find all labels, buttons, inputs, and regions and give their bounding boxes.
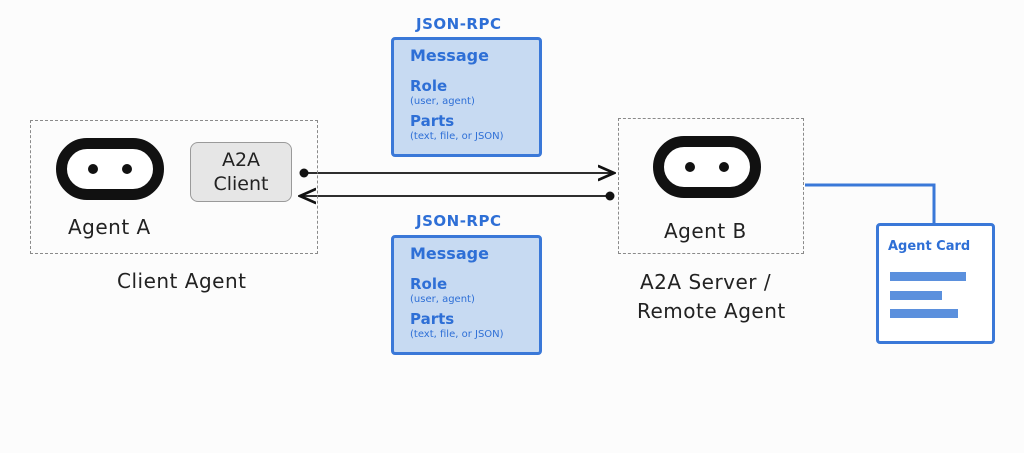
request-role-values: (user, agent) — [410, 96, 475, 107]
request-message-box: Message Role (user, agent) Parts (text, … — [391, 37, 542, 157]
agent-b-face-icon — [653, 136, 761, 198]
a2a-client-box: A2A Client — [190, 142, 292, 202]
card-line — [890, 309, 958, 318]
agent-a-face-icon — [56, 138, 164, 200]
a2a-client-line1: A2A — [221, 149, 261, 171]
eye-icon — [88, 164, 98, 174]
response-message-box: Message Role (user, agent) Parts (text, … — [391, 235, 542, 355]
agent-card: Agent Card — [876, 223, 995, 344]
card-line — [890, 291, 942, 300]
card-line — [890, 272, 966, 281]
response-parts-label: Parts — [410, 310, 455, 328]
remote-agent-box — [618, 118, 804, 254]
response-arrow-start — [605, 191, 615, 201]
response-role-label: Role — [410, 275, 448, 293]
a2a-client-line2: Client — [213, 173, 269, 195]
request-protocol-label: JSON-RPC — [416, 15, 502, 33]
agent-a-label: Agent A — [68, 215, 151, 239]
request-arrow-start — [299, 168, 309, 178]
request-parts-values: (text, file, or JSON) — [410, 131, 504, 142]
client-agent-box — [30, 120, 318, 254]
server-caption-line1: A2A Server / — [640, 270, 772, 294]
response-protocol-label: JSON-RPC — [416, 212, 502, 230]
response-parts-values: (text, file, or JSON) — [410, 329, 504, 340]
response-role-values: (user, agent) — [410, 294, 475, 305]
request-parts-label: Parts — [410, 112, 455, 130]
eye-icon — [719, 162, 729, 172]
client-agent-caption: Client Agent — [117, 269, 247, 293]
response-message-heading: Message — [410, 244, 489, 263]
eye-icon — [122, 164, 132, 174]
server-caption-line2: Remote Agent — [637, 299, 786, 323]
agent-card-link — [805, 183, 936, 223]
request-message-heading: Message — [410, 46, 489, 65]
agent-b-label: Agent B — [664, 219, 747, 243]
request-role-label: Role — [410, 77, 448, 95]
eye-icon — [685, 162, 695, 172]
agent-card-title: Agent Card — [888, 239, 971, 254]
